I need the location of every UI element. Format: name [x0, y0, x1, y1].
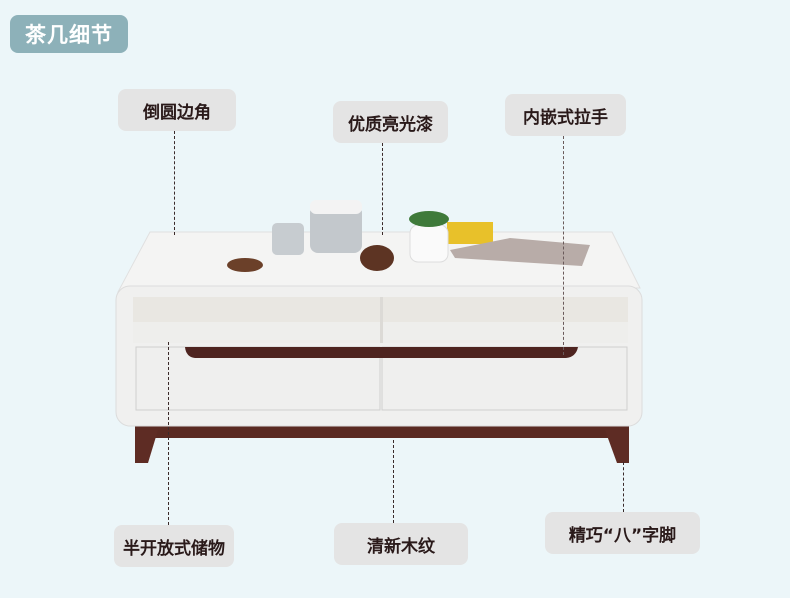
- leader-line: [168, 342, 169, 525]
- tabletop-decor: [227, 200, 590, 272]
- label-wood-grain: 清新木纹: [334, 523, 468, 565]
- section-title: 茶几细节: [10, 15, 128, 53]
- label-rounded-corners: 倒圆边角: [118, 89, 236, 131]
- wood-base: [135, 424, 629, 463]
- inset-handle: [185, 347, 578, 358]
- label-splayed-legs: 精巧“八”字脚: [545, 512, 700, 554]
- leader-line: [174, 131, 175, 235]
- label-open-storage: 半开放式储物: [114, 525, 234, 567]
- leader-line: [393, 440, 394, 523]
- leader-line: [382, 143, 383, 235]
- label-gloss-paint: 优质亮光漆: [333, 101, 448, 143]
- leader-line: [563, 136, 564, 355]
- label-inset-handle: 内嵌式拉手: [505, 94, 626, 136]
- leader-line: [623, 462, 624, 512]
